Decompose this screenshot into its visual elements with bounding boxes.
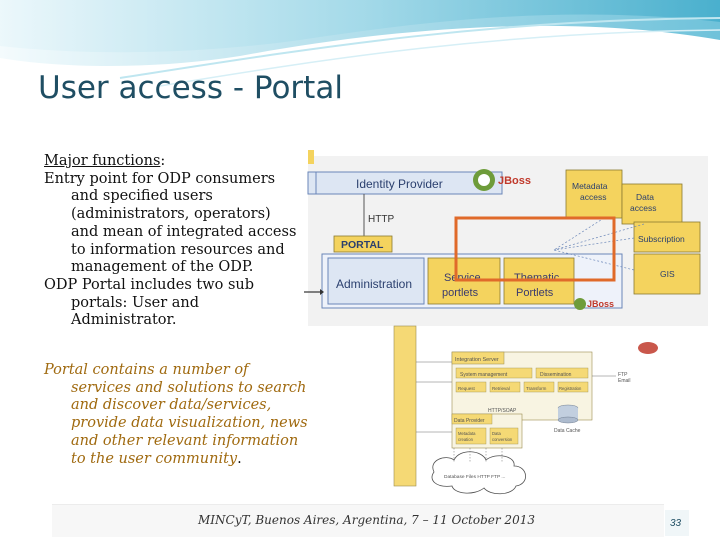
data-sources-label: Database Files HTTP FTP ... <box>444 474 505 480</box>
retrieval-box <box>489 381 521 393</box>
service-portlets-label: portlets <box>442 287 479 299</box>
footer-bar <box>52 504 664 537</box>
header-wave-decoration <box>0 0 720 87</box>
data-access-label: access <box>630 203 656 213</box>
ftp-email-label: Email <box>618 378 631 384</box>
italic-line: services and solutions to search <box>71 379 307 396</box>
service-portlets-label: Service <box>444 272 481 284</box>
integration-server-tab <box>451 351 505 365</box>
metadata-creation-label: Metadata <box>458 431 476 436</box>
bullet-line: Administrator. <box>71 312 177 329</box>
data-provider-label: Data Provider <box>454 418 485 424</box>
metadata-access-label: Metadata <box>572 181 608 191</box>
architecture-diagram: Identity Provider JBoss HTTP PORTAL Admi… <box>304 150 708 495</box>
http-soap-label: HTTP/SOAP <box>488 408 517 414</box>
bullet-line: and specified users <box>71 188 213 205</box>
registration-box <box>557 381 589 393</box>
svg-text:JBoss: JBoss <box>498 175 531 187</box>
gis-label: GIS <box>660 269 675 279</box>
bullet-line: to information resources and <box>71 241 285 258</box>
transform-label: Transform <box>526 386 547 391</box>
major-functions-text: Major functions: Entry point for ODP con… <box>44 153 314 330</box>
system-management-box <box>455 367 533 379</box>
metadata-access-label: access <box>580 192 606 202</box>
footer-text: MINCyT, Buenos Aires, Argentina, 7 – 11 … <box>198 513 535 527</box>
italic-line: and discover data/services, <box>71 397 272 414</box>
page-number-box <box>665 510 689 536</box>
slide-title: User access - Portal <box>38 70 343 106</box>
data-cache-label: Data Cache <box>554 428 581 434</box>
jboss-logo: JBoss <box>473 169 531 191</box>
subscription-box <box>633 221 701 253</box>
dashed-connectors <box>553 217 645 271</box>
horizontal-connectors <box>416 361 616 433</box>
data-conversion-label: Data <box>492 431 502 436</box>
bullet-line: management of the ODP. <box>71 259 254 276</box>
metadata-creation-label: creation <box>458 437 474 442</box>
http-label: HTTP <box>368 214 394 225</box>
request-box <box>455 381 487 393</box>
data-access-box <box>621 183 683 225</box>
dissemination-label: Dissemination <box>540 372 572 378</box>
bullet-line: (administrators, operators) <box>71 206 271 223</box>
data-cache-icon <box>557 404 579 424</box>
subscription-label: Subscription <box>638 234 685 244</box>
identity-provider-label: Identity Provider <box>356 177 443 191</box>
italic-line: and other relevant information <box>71 432 299 449</box>
integration-section: Integration Server System management Dis… <box>393 325 658 495</box>
bullet-line: and mean of integrated access <box>71 223 297 240</box>
data-conversion-label: conversion <box>492 437 513 442</box>
thematic-portlets-label: Thematic <box>514 272 560 284</box>
portal-description-text: Portal contains a number of services and… <box>44 362 324 468</box>
portal-label: PORTAL <box>341 239 384 251</box>
data-conversion-box <box>489 427 519 445</box>
yellow-stub <box>308 150 314 164</box>
bullet-line: Entry point for ODP consumers <box>44 170 276 187</box>
thematic-portlets-label: Portlets <box>516 287 554 299</box>
italic-line: Portal contains a number of <box>44 362 249 378</box>
data-sources-cloud <box>431 451 526 495</box>
italic-line: to the user community. <box>71 450 242 467</box>
bullet-line: ODP Portal includes two sub <box>44 276 255 293</box>
gis-box <box>633 253 701 295</box>
red-node <box>638 342 658 354</box>
major-functions-heading: Major functions <box>44 153 161 169</box>
retrieval-label: Retrieval <box>492 386 510 391</box>
jboss-logo: JBoss <box>574 298 614 310</box>
identity-provider-box <box>315 171 503 195</box>
highlight-rectangle <box>454 216 616 282</box>
portal-box <box>333 235 393 253</box>
page-number: 33 <box>670 518 682 529</box>
lower-yellow-column <box>393 325 417 487</box>
system-management-label: System management <box>460 372 508 378</box>
administration-box <box>327 257 425 305</box>
transform-box <box>523 381 555 393</box>
cloud-connectors <box>453 448 503 462</box>
svg-text:JBoss: JBoss <box>587 299 614 309</box>
integration-server-label: Integration Server <box>455 357 499 363</box>
dissemination-box <box>535 367 589 379</box>
arrowhead <box>320 289 324 295</box>
bullet-line: portals: User and <box>71 294 200 311</box>
data-access-label: Data <box>636 192 654 202</box>
administration-label: Administration <box>336 277 412 291</box>
metadata-creation-box <box>455 427 487 445</box>
italic-line: provide data visualization, news <box>71 415 308 432</box>
data-provider-tab <box>451 413 493 425</box>
registration-label: Registration <box>559 386 582 391</box>
request-label: Request <box>458 386 476 391</box>
ftp-email-label: FTP <box>618 372 628 378</box>
